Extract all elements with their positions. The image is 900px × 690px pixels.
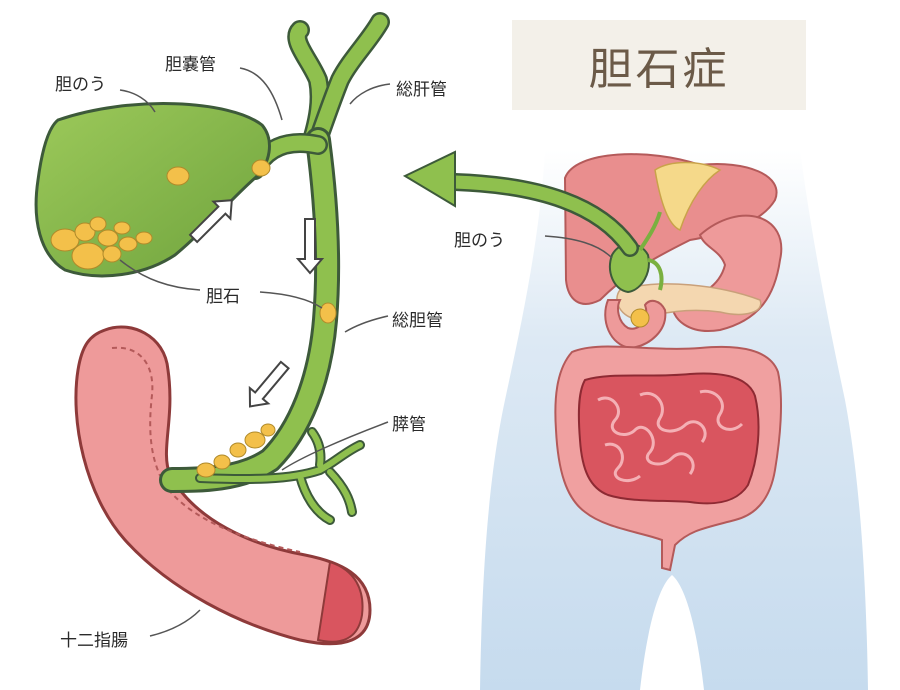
title-box: 胆石症: [512, 20, 806, 110]
duodenum-small: [604, 299, 667, 350]
bile-ducts: [159, 12, 390, 525]
label-gallstones: 胆石: [206, 287, 240, 307]
label-common-hepatic-duct: 総肝管: [396, 80, 447, 100]
leader-lines: [119, 67, 613, 637]
label-gallbladder-body: 胆のう: [454, 231, 505, 251]
label-cystic-duct: 胆嚢管: [165, 55, 216, 75]
flow-arrows: [188, 199, 325, 408]
label-duodenum: 十二指腸: [60, 631, 128, 651]
label-common-bile-duct: 総胆管: [392, 311, 443, 331]
duodenum: [74, 325, 372, 646]
page-title: 胆石症: [588, 44, 730, 95]
gallstones: [50, 159, 337, 478]
small-intestine: [577, 372, 760, 505]
pointer-arrow: [402, 150, 639, 257]
label-gallbladder: 胆のう: [55, 75, 106, 95]
label-pancreatic-duct: 膵管: [392, 415, 426, 435]
